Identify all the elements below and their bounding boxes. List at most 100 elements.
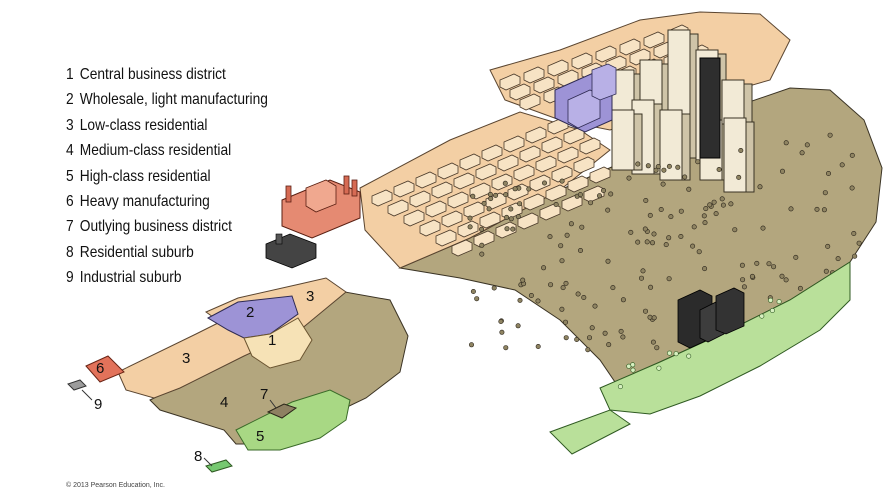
row-house (371, 189, 393, 207)
tree (799, 150, 805, 156)
tree (691, 224, 697, 230)
tree (468, 342, 474, 348)
legend-label: Residential suburb (79, 243, 194, 261)
legend-number: 1 (66, 66, 74, 83)
illustrated-city-3d (265, 11, 883, 455)
zone-6-heavy-manufacturing (85, 355, 125, 383)
tree (703, 206, 709, 212)
tree (618, 328, 624, 334)
tree (610, 285, 616, 291)
row-house (497, 154, 519, 172)
tree (660, 181, 666, 187)
tree (541, 180, 547, 186)
tree (502, 180, 508, 186)
tree (771, 264, 777, 270)
tree (575, 291, 581, 297)
tree (470, 193, 476, 199)
tree (635, 161, 641, 167)
legend-label: High-class residential (79, 167, 211, 185)
row-house (475, 163, 497, 181)
row-house (479, 211, 501, 229)
zone-label-2: 2 (246, 304, 255, 321)
tree (589, 325, 595, 331)
tree (643, 198, 649, 204)
tree (682, 174, 688, 180)
tree (701, 213, 707, 219)
illustration-wholesale (554, 63, 617, 133)
legend-number: 3 (66, 116, 74, 134)
zone-map (67, 277, 409, 473)
tree (517, 201, 523, 207)
tree (797, 285, 803, 291)
row-house (431, 181, 453, 199)
tree (467, 224, 473, 230)
legend-number: 2 (66, 91, 74, 109)
row-house (523, 193, 545, 211)
row-house (535, 155, 557, 173)
tree (852, 253, 858, 259)
row-house (409, 190, 431, 208)
tree (686, 353, 692, 359)
tree (702, 220, 708, 226)
row-house (451, 239, 473, 257)
zone-9-leader-line (81, 389, 93, 401)
tree (553, 202, 559, 208)
zone-7-outlying-business (266, 403, 298, 419)
tree (768, 297, 774, 303)
tree (512, 186, 518, 192)
tree (488, 196, 494, 202)
tree (503, 192, 509, 198)
tree (678, 208, 684, 214)
tree (577, 248, 583, 254)
tree (804, 142, 810, 148)
zone-8-residential-suburb (205, 459, 233, 473)
tree (528, 292, 534, 298)
row-house (387, 199, 409, 217)
tree (678, 234, 684, 240)
tree (541, 265, 547, 271)
tree (608, 191, 614, 197)
illustration-cbd-towers (611, 29, 755, 193)
zone-2-wholesale (206, 295, 299, 339)
tree (656, 365, 662, 371)
row-house (403, 209, 425, 227)
tree (562, 319, 568, 325)
row-house (517, 212, 539, 230)
tree (648, 284, 654, 290)
zone-label-7: 7 (260, 386, 269, 403)
legend-number: 9 (66, 269, 74, 287)
row-house (589, 166, 611, 184)
tree (486, 206, 492, 212)
tree (650, 339, 656, 345)
row-house (533, 76, 555, 94)
tree (823, 268, 829, 274)
tree (547, 234, 553, 240)
tree (579, 224, 585, 230)
tree (713, 211, 719, 217)
tree (814, 206, 820, 212)
tree (686, 186, 692, 192)
zone-label-8: 8 (194, 448, 203, 465)
tree (568, 221, 574, 227)
tree (644, 239, 650, 245)
tree (559, 258, 565, 264)
tree (690, 243, 696, 249)
tree (739, 262, 745, 268)
zone-label-6: 6 (96, 360, 105, 377)
legend-number: 7 (66, 218, 74, 236)
tree (504, 226, 510, 232)
tree (776, 299, 782, 305)
row-house (573, 156, 595, 174)
tree (711, 199, 717, 205)
row-house (437, 162, 459, 180)
tree (605, 207, 611, 213)
tree (788, 206, 794, 212)
zone-8-leader-line (203, 457, 213, 467)
tree (728, 201, 734, 207)
illustration-heavy-manufacturing (281, 175, 361, 239)
row-house (519, 145, 541, 163)
tree (535, 298, 541, 304)
